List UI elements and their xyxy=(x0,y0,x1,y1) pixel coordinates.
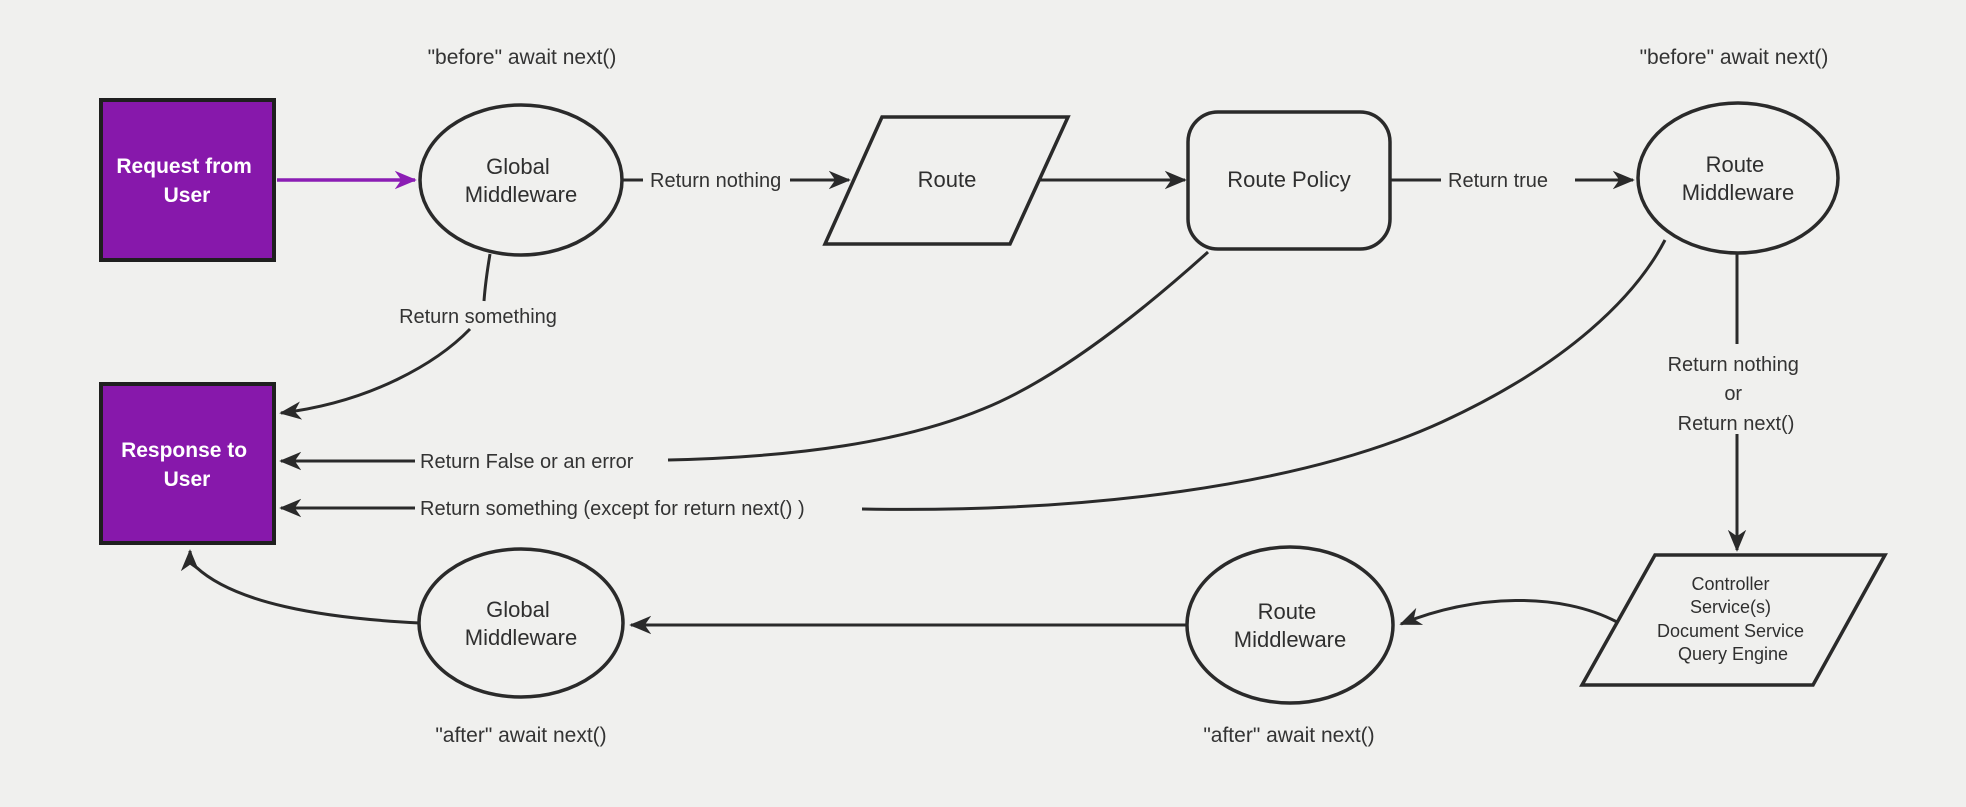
route-middleware-bottom-node: Route Middleware xyxy=(1185,545,1395,705)
route-label: Route xyxy=(918,167,977,192)
annotation-after-await-left: "after" await next() xyxy=(435,724,606,747)
global-middleware-bottom-node: Global Middleware xyxy=(417,547,625,699)
route-middleware-top-ellipse xyxy=(1636,101,1840,255)
global-middleware-top-node: Global Middleware xyxy=(418,103,624,257)
annotation-after-await-right: "after" await next() xyxy=(1203,724,1374,747)
global-middleware-bottom-label: Global Middleware xyxy=(465,597,578,650)
request-from-user-box xyxy=(99,98,276,262)
global-middleware-bottom-ellipse xyxy=(417,547,625,699)
response-to-user-box xyxy=(99,382,276,545)
global-middleware-top-ellipse xyxy=(418,103,624,257)
edge-policy-return-false xyxy=(281,250,1210,461)
annotation-before-await-left: "before" await next() xyxy=(428,46,617,69)
edge-controller-to-route-middleware-bottom xyxy=(1399,599,1618,626)
route-policy-box xyxy=(1186,110,1392,251)
label-return-false-or-error: Return False or an error xyxy=(420,451,634,473)
label-return-true: Return true xyxy=(1448,170,1548,192)
annotation-before-await-right: "before" await next() xyxy=(1640,46,1829,69)
controller-parallelogram xyxy=(1579,553,1888,687)
route-policy-label: Route Policy xyxy=(1227,167,1351,192)
controller-services-node: Controller Service(s) Document Service Q… xyxy=(1579,553,1888,687)
controller-services-label: Controller Service(s) Document Service Q… xyxy=(1657,574,1809,664)
request-from-user-node: Request from User xyxy=(99,98,276,262)
route-middleware-bottom-label: Route Middleware xyxy=(1234,599,1347,652)
route-middleware-top-node: Route Middleware xyxy=(1636,101,1840,255)
label-return-nothing-or-next: Return nothing or Return next() xyxy=(1668,354,1805,435)
edge-routemw-return-something-except xyxy=(281,239,1667,509)
label-return-nothing: Return nothing xyxy=(650,170,781,192)
route-policy-node: Route Policy xyxy=(1186,110,1392,251)
edge-global-return-something xyxy=(281,253,492,413)
route-middleware-bottom-ellipse xyxy=(1185,545,1395,705)
edge-global-middleware-to-response xyxy=(180,549,421,625)
label-return-something-except: Return something (except for return next… xyxy=(420,498,805,520)
route-parallelogram xyxy=(822,115,1071,246)
label-return-something: Return something xyxy=(399,306,557,328)
global-middleware-top-label: Global Middleware xyxy=(465,154,578,207)
route-node: Route xyxy=(822,115,1071,246)
response-to-user-node: Response to User xyxy=(99,382,276,545)
route-middleware-top-label: Route Middleware xyxy=(1682,152,1795,205)
response-to-user-label: Response to User xyxy=(121,439,253,491)
request-from-user-label: Request from User xyxy=(116,155,257,207)
